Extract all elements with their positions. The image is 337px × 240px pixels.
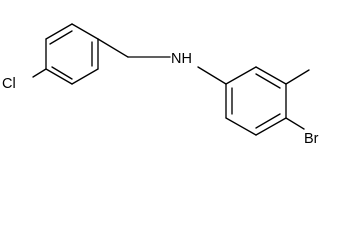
- bond-nh-to-ring: [197, 66, 227, 85]
- bond: [45, 68, 73, 85]
- bromomethylphenyl-ring: [225, 66, 287, 136]
- bond: [225, 66, 257, 85]
- bond: [255, 117, 287, 136]
- chlorophenyl-ring: [45, 23, 99, 85]
- bond: [71, 68, 99, 85]
- bond: [225, 117, 257, 136]
- bond-to-bromine: [285, 117, 305, 130]
- bond: [45, 23, 73, 40]
- chemical-structure-diagram: Cl NH Br: [2, 23, 319, 147]
- bond-to-chlorine: [32, 68, 47, 78]
- chlorine-atom-label: Cl: [2, 76, 16, 92]
- bond: [71, 23, 99, 40]
- double-bond-inner: [255, 113, 281, 129]
- methyl-bond: [285, 69, 310, 85]
- double-bond-inner: [255, 73, 281, 89]
- amine-atom-label: NH: [171, 51, 192, 67]
- double-bond-inner: [51, 66, 73, 80]
- bond-ring-to-ch2: [97, 38, 129, 58]
- double-bond-inner: [49, 30, 73, 45]
- bromine-atom-label: Br: [304, 131, 319, 147]
- bond: [255, 66, 287, 85]
